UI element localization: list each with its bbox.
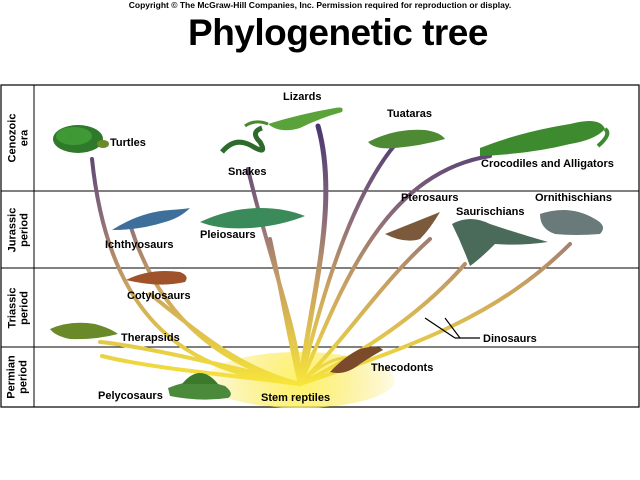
branch-pterosaurs (298, 237, 432, 386)
period-label-jurassic: Jurassic period (6, 207, 30, 252)
snake-illustration (220, 125, 266, 154)
branch-saurischians (298, 262, 467, 386)
crocodile-illustration (480, 120, 610, 156)
branch-lizards (297, 123, 329, 387)
tree-canvas (0, 84, 640, 408)
thecodont-illustration (330, 346, 383, 373)
ichthyosaur-illustration (112, 208, 190, 230)
branch-pelycosaurs (100, 354, 302, 386)
label-turtles: Turtles (110, 137, 146, 149)
branch-crocodiles (298, 154, 492, 386)
diagram-title: Phylogenetic tree (188, 12, 488, 53)
turtle-illustration (53, 125, 109, 153)
copyright-notice: Copyright © The McGraw-Hill Companies, I… (128, 0, 512, 10)
label-pelycosaurs: Pelycosaurs (98, 390, 163, 402)
label-tuataras: Tuataras (387, 108, 433, 120)
period-label-cenozoic: Cenozoic era (6, 113, 30, 163)
tree-branches (90, 123, 572, 387)
branch-snakes (246, 167, 302, 386)
branch-pleiosaurs (268, 237, 302, 386)
ornithischian-illustration (540, 210, 604, 235)
cotylosaur-illustration (126, 271, 187, 285)
pelycosaur-illustration (168, 373, 231, 400)
branch-therapsids (98, 340, 302, 386)
label-lizards: Lizards (283, 91, 322, 103)
period-label-permian: Permian period (6, 355, 31, 399)
lizard-illustration (244, 107, 343, 131)
period-label-triassic: Triassic period (6, 287, 31, 328)
label-ichthyosaurs: Ichthyosaurs (105, 239, 174, 251)
dinosaurs-bracket (424, 317, 480, 339)
phylogenetic-tree-diagram: Cenozoic era Jurassic period Triassic pe… (0, 84, 640, 408)
label-pleiosaurs: Pleiosaurs (200, 229, 256, 241)
label-thecodonts: Thecodonts (371, 362, 434, 374)
pterosaur-illustration (385, 212, 440, 241)
pleiosaur-illustration (200, 208, 305, 229)
tuatara-illustration (368, 129, 445, 149)
branch-tuataras (298, 137, 402, 386)
label-therapsids: Therapsids (121, 332, 180, 344)
label-saurischians: Saurischians (456, 206, 525, 218)
animal-illustrations (50, 107, 610, 400)
label-snakes: Snakes (228, 166, 267, 178)
therapsid-illustration (50, 322, 118, 340)
saurischian-illustration (452, 219, 548, 266)
label-crocodiles: Crocodiles and Alligators (481, 158, 614, 170)
label-dinosaurs: Dinosaurs (483, 333, 537, 345)
label-pterosaurs: Pterosaurs (401, 192, 459, 204)
label-cotylosaurs: Cotylosaurs (127, 290, 191, 302)
branch-turtles (90, 157, 302, 386)
label-stem-reptiles: Stem reptiles (261, 392, 331, 404)
label-ornithischians: Ornithischians (535, 192, 613, 204)
